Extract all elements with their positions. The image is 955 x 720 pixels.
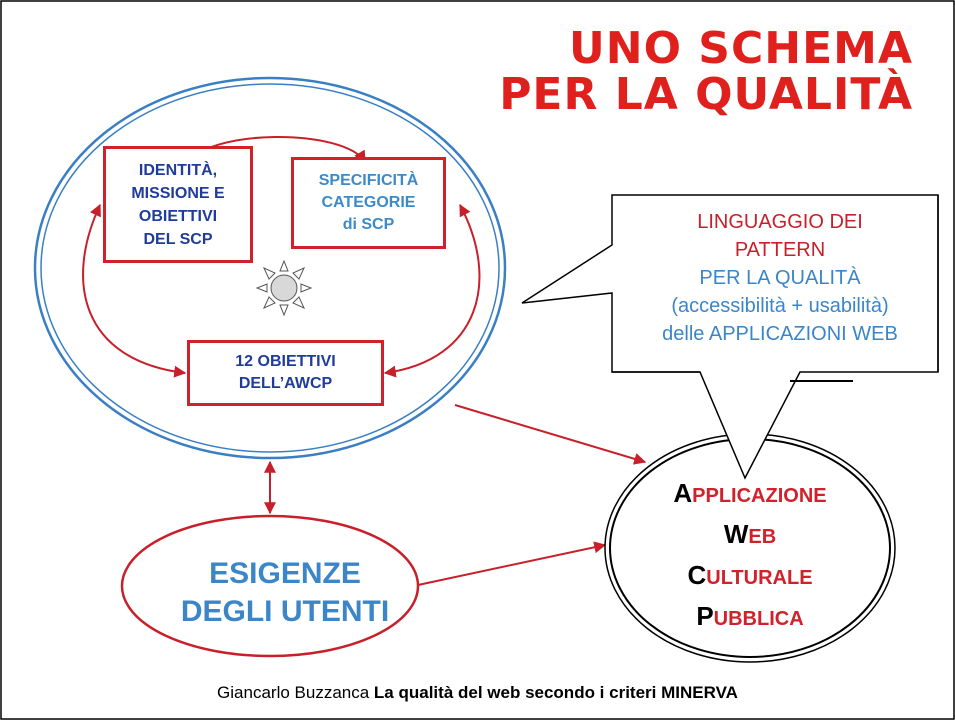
esigenze-line-2: DEGLI UTENTI bbox=[180, 595, 390, 628]
footer-author: Giancarlo Buzzanca bbox=[217, 683, 370, 702]
identity-line-3: OBIETTIVI bbox=[138, 207, 218, 225]
arrow-esigenze-awcp bbox=[417, 541, 607, 586]
identity-box: IDENTITÀ, MISSIONE E OBIETTIVI DEL SCP bbox=[103, 146, 253, 263]
callout-text: LINGUAGGIO DEI PATTERN PER LA QUALITÀ (a… bbox=[630, 208, 930, 348]
scp-ellipse-inner bbox=[40, 83, 500, 453]
arc-identity-objectives bbox=[82, 203, 187, 378]
specificity-line-1: SPECIFICITÀ bbox=[318, 172, 419, 189]
awcp-rest-1: PPLICAZIONE bbox=[692, 485, 827, 507]
identity-line-2: MISSIONE E bbox=[131, 184, 225, 202]
callout-line-3: PER LA QUALITÀ bbox=[699, 267, 861, 289]
callout-shape bbox=[521, 194, 939, 480]
callout-line-1: LINGUAGGIO DEI bbox=[697, 211, 863, 233]
callout-line-5: delle APPLICAZIONI WEB bbox=[662, 323, 898, 345]
callout-line-2: PATTERN bbox=[734, 239, 826, 261]
awcp-cap-2: W bbox=[723, 519, 749, 549]
objectives-line-2: DELL’AWCP bbox=[238, 375, 333, 392]
specificity-line-2: CATEGORIE bbox=[321, 194, 416, 211]
title-line-2: PER LA QUALITÀ bbox=[499, 69, 913, 120]
identity-line-4: DEL SCP bbox=[143, 230, 213, 248]
callout-line-4: (accessibilità + usabilità) bbox=[671, 295, 889, 317]
awcp-rest-2: EB bbox=[748, 526, 777, 548]
arc-specificity-objectives bbox=[383, 203, 481, 378]
arrow-scp-awcp bbox=[454, 404, 647, 465]
specificity-line-3: di SCP bbox=[342, 216, 395, 233]
sun-icon bbox=[255, 259, 313, 317]
specificity-box: SPECIFICITÀ CATEGORIE di SCP bbox=[291, 157, 446, 249]
esigenze-text: ESIGENZE DEGLI UTENTI bbox=[130, 555, 440, 631]
esigenze-ellipse bbox=[120, 514, 420, 658]
awcp-text: APPLICAZIONE WEB CULTURALE PUBBLICA bbox=[620, 474, 880, 638]
scp-ellipse-outer bbox=[33, 76, 507, 460]
identity-line-1: IDENTITÀ, bbox=[138, 161, 218, 179]
title-line-1: UNO SCHEMA bbox=[569, 23, 913, 74]
awcp-cap-1: A bbox=[673, 478, 693, 508]
awcp-cap-4: P bbox=[696, 601, 714, 631]
objectives-box: 12 OBIETTIVI DELL’AWCP bbox=[187, 340, 384, 406]
footer: Giancarlo Buzzanca La qualità del web se… bbox=[0, 683, 955, 703]
awcp-word-4: PUBBLICA bbox=[620, 597, 880, 638]
awcp-rest-3: ULTURALE bbox=[706, 567, 813, 589]
awcp-word-3: CULTURALE bbox=[620, 556, 880, 597]
esigenze-line-1: ESIGENZE bbox=[209, 557, 361, 590]
awcp-word-1: APPLICAZIONE bbox=[620, 474, 880, 515]
objectives-line-1: 12 OBIETTIVI bbox=[235, 353, 336, 370]
footer-title: La qualità del web secondo i criteri MIN… bbox=[373, 683, 738, 702]
awcp-rest-4: UBBLICA bbox=[713, 608, 804, 630]
slide-title: UNO SCHEMA PER LA QUALITÀ bbox=[499, 26, 913, 118]
awcp-cap-3: C bbox=[687, 560, 707, 590]
awcp-word-2: WEB bbox=[620, 515, 880, 556]
